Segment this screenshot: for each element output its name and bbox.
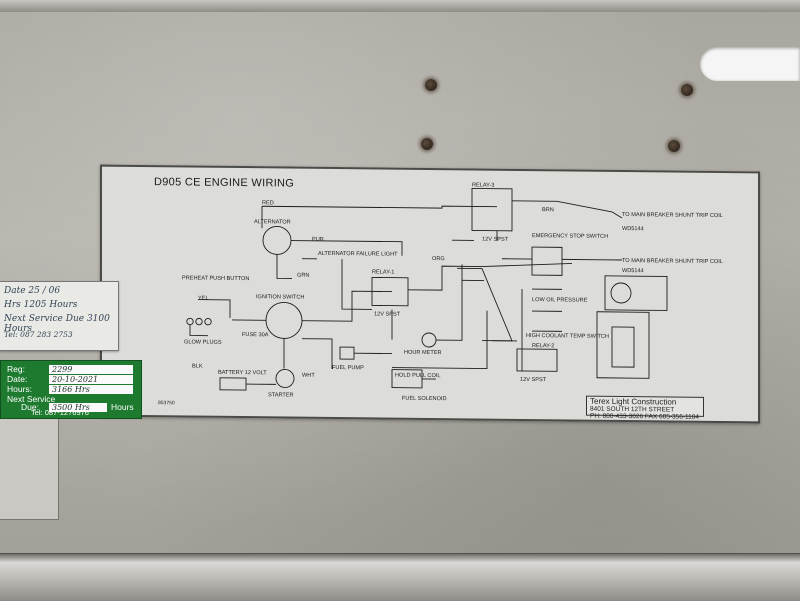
sticker-old-hours: Hrs 1205 Hours: [4, 300, 78, 310]
date-label: Date:: [7, 374, 28, 384]
next-service-label: Next Service: [7, 394, 56, 404]
service-sticker-old: Date 25 / 06 Hrs 1205 Hours Next Service…: [0, 281, 119, 351]
wiring-label-plate: D905 CE ENGINE WIRING: [100, 164, 760, 424]
rivet: [421, 138, 433, 150]
wire-label-grn: GRN: [297, 273, 309, 279]
sticker-old-next-service: Next Service Due 3100 Hours: [4, 314, 110, 334]
sticker-old-phone: Tel: 087 283 2753: [4, 330, 73, 339]
label-alternator: ALTERNATOR: [254, 219, 291, 225]
label-preheat: PREHEAT PUSH BUTTON: [182, 275, 249, 282]
sticker-old-date: Date 25 / 06: [4, 286, 61, 296]
label-fuse: FUSE 30A: [242, 332, 269, 338]
wire-label-red: RED: [262, 200, 274, 206]
panel-top-edge: [0, 0, 800, 12]
label-hold-pull-coil: HOLD PULL COIL: [395, 373, 440, 379]
label-relay-1-type: 12V SPST: [374, 311, 401, 317]
due-hours-suffix: Hours: [111, 402, 134, 412]
wire-label-org: ORG: [432, 256, 445, 262]
label-low-oil: LOW OIL PRESSURE: [532, 297, 588, 304]
wire-label-yel: YEL: [198, 296, 209, 302]
wire-label-pur: PUR: [312, 237, 324, 243]
label-relay-2: RELAY-2: [532, 343, 554, 349]
date-value: 20-10-2021: [49, 375, 133, 384]
label-main-breaker-bottom: TO MAIN BREAKER SHUNT TRIP COIL: [622, 258, 723, 265]
part-number: 853750: [158, 400, 175, 407]
due-value: 3500 Hrs: [49, 403, 107, 412]
label-relay-1: RELAY-1: [372, 269, 394, 275]
label-relay-3-type: 12V SPST: [482, 237, 509, 243]
label-main-breaker-top: TO MAIN BREAKER SHUNT TRIP COIL: [622, 212, 723, 219]
label-glow-plugs: GLOW PLUGS: [184, 339, 222, 345]
sticker-phone: Tel: 087-1276976: [31, 408, 89, 417]
wire-label-blk: BLK: [192, 364, 203, 370]
label-fuel-solenoid: FUEL SOLENOID: [402, 396, 447, 402]
label-battery: BATTERY 12 VOLT: [218, 370, 267, 377]
wire-label-wht: WHT: [302, 373, 315, 379]
label-emergency-stop: EMERGENCY STOP SWITCH: [532, 233, 608, 240]
label-relay-2-type: 12V SPST: [520, 377, 547, 383]
panel-slot: [700, 47, 800, 81]
rivet: [668, 140, 680, 152]
label-wd-top: WD5144: [622, 226, 644, 232]
hours-label: Hours:: [7, 384, 33, 394]
label-wd-bottom: WD5144: [622, 268, 644, 274]
company-phone: PH: 800-433-3026 FAX 605-356-1104: [590, 412, 700, 421]
label-alternator-failure-light: ALTERNATOR FAILURE LIGHT: [318, 251, 398, 258]
rivet: [681, 84, 693, 96]
reg-label: Reg:: [7, 364, 25, 374]
service-sticker: Reg: 2299 Date: 20-10-2021 Hours: 3166 H…: [0, 360, 142, 419]
wiring-diagram: RED ALTERNATOR ALTERNATOR FAILURE LIGHT …: [182, 182, 723, 402]
label-high-coolant: HIGH COOLANT TEMP SWITCH: [526, 333, 609, 340]
company-info: Terex Light Construction 8401 SOUTH 12TH…: [586, 395, 704, 421]
bottom-rail: [0, 553, 800, 601]
label-relay-3: RELAY-3: [472, 182, 494, 188]
due-label: Due:: [21, 402, 39, 412]
wire-label-brn: BRN: [542, 207, 554, 213]
label-hour-meter: HOUR METER: [404, 350, 442, 356]
label-fuel-pump: FUEL PUMP: [332, 365, 364, 371]
label-ignition-switch: IGNITION SWITCH: [256, 294, 304, 301]
side-bracket: [0, 400, 59, 520]
reg-value: 2299: [49, 365, 133, 374]
label-starter: STARTER: [268, 392, 294, 398]
rivet: [425, 79, 437, 91]
hours-value: 3166 Hrs: [49, 385, 133, 394]
